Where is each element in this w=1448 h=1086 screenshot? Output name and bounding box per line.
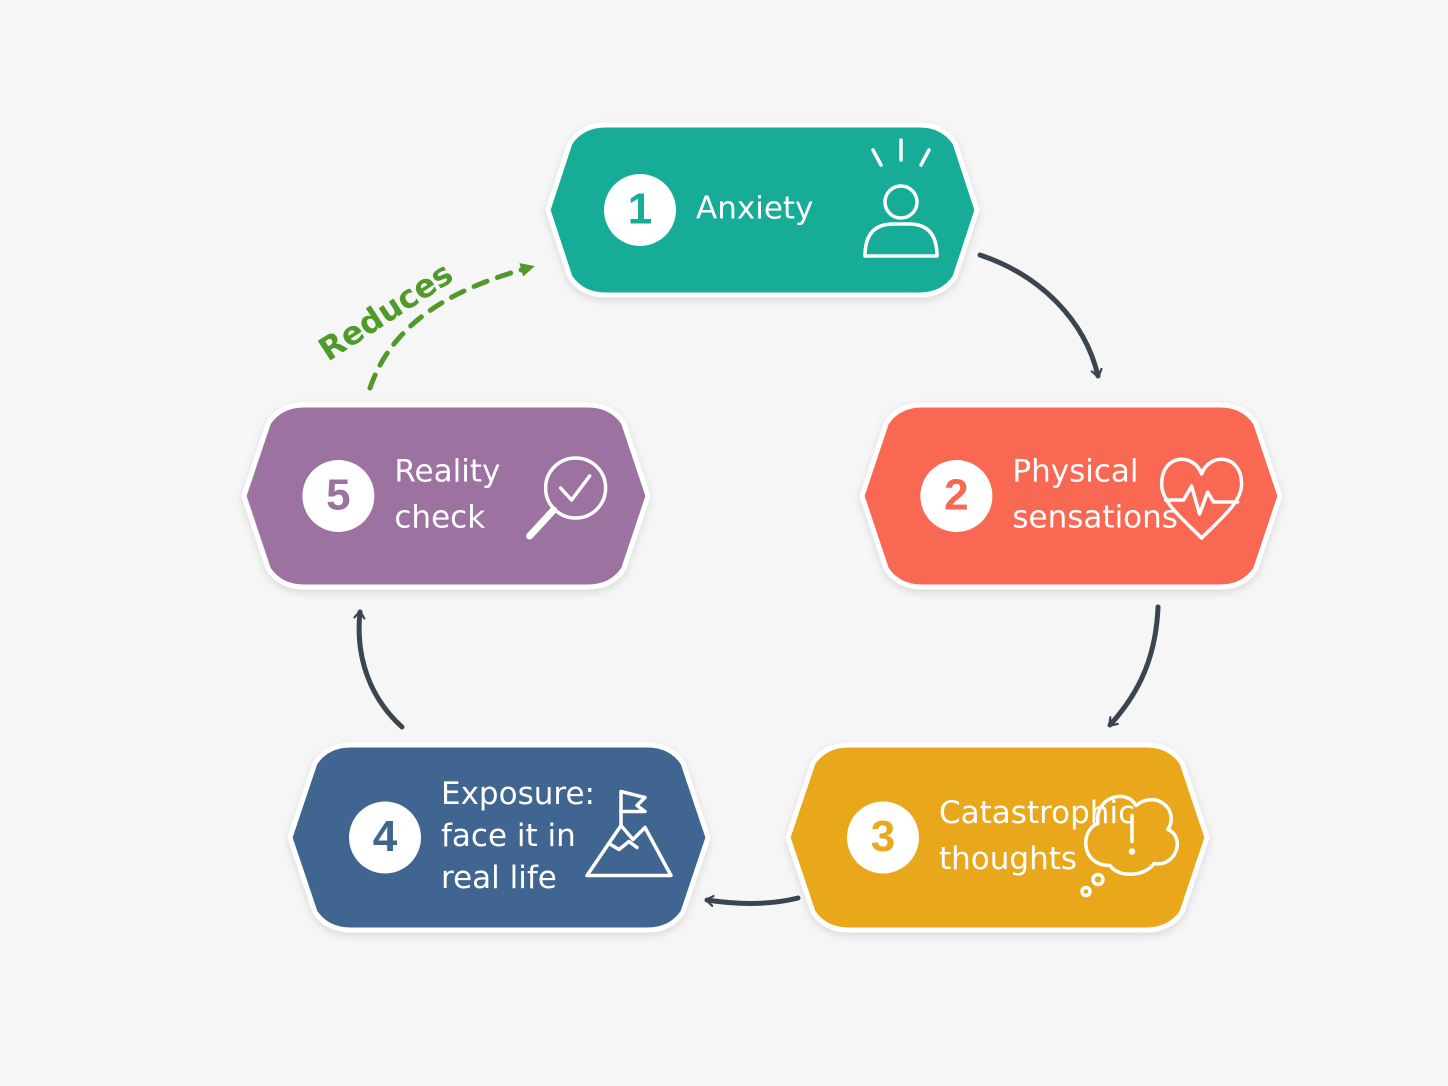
arrow-4-to-5 xyxy=(359,609,405,730)
step-label-line: real life xyxy=(441,860,557,896)
cycle-node-1: 1 Anxiety xyxy=(545,122,980,298)
cycle-arrows xyxy=(359,252,1161,904)
step-number: 3 xyxy=(871,812,895,861)
cycle-node-4: 4 Exposure: face it in real life xyxy=(287,742,711,933)
step-number-badge xyxy=(302,460,375,532)
cycle-node-3: 3 Catastrophic thoughts xyxy=(785,742,1210,933)
heartbeat-icon xyxy=(1159,457,1244,540)
step-label-line: Exposure: xyxy=(441,776,595,812)
step-number: 1 xyxy=(628,185,652,234)
arrow-2-to-3 xyxy=(1107,604,1161,728)
step-label-line: Anxiety xyxy=(696,191,813,227)
step-label-line: face it in xyxy=(441,818,576,854)
step-label-line: sensations xyxy=(1012,500,1178,536)
thought-bubble-exclamation-icon xyxy=(1080,794,1180,898)
person-alert-icon xyxy=(863,138,939,258)
cycle-node-2: 2 Physical sensations xyxy=(859,402,1283,590)
node-shape xyxy=(287,742,711,933)
node-shape xyxy=(859,402,1283,590)
step-label-line: check xyxy=(394,500,485,536)
step-number-badge xyxy=(847,801,919,874)
reduces-feedback: Reduces xyxy=(312,254,535,391)
step-number-badge xyxy=(349,801,421,874)
step-label-line: Physical xyxy=(1012,454,1138,490)
magnifier-check-icon xyxy=(526,456,608,540)
step-number: 2 xyxy=(944,471,968,520)
step-label-line: Catastrophic xyxy=(939,795,1135,831)
node-shape xyxy=(241,402,651,590)
arrow-1-to-2 xyxy=(977,252,1098,379)
mountain-flag-icon xyxy=(585,789,673,878)
step-label-line: Reality xyxy=(394,454,500,490)
step-number: 4 xyxy=(373,812,398,861)
reduces-arrow xyxy=(367,263,535,391)
step-number-badge xyxy=(604,174,676,246)
cycle-node-5: 5 Reality check xyxy=(241,402,651,590)
step-label-line: thoughts xyxy=(939,841,1077,877)
node-shape xyxy=(545,122,980,298)
step-number: 5 xyxy=(326,471,350,520)
step-number-badge xyxy=(920,460,993,532)
arrow-3-to-4 xyxy=(704,898,801,904)
